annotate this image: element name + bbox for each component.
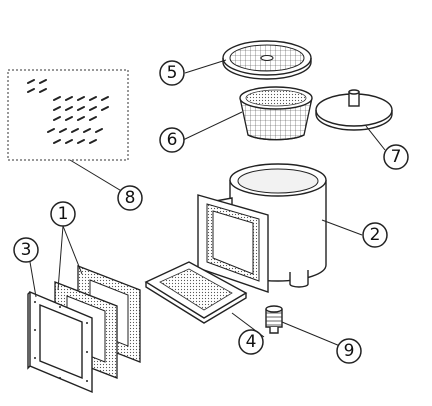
screw xyxy=(77,116,85,121)
callout-3: 3 xyxy=(13,237,39,263)
callout-8-number: 8 xyxy=(125,188,136,208)
callout-7-number: 7 xyxy=(391,147,402,167)
screw xyxy=(47,128,55,133)
callout-9-number: 9 xyxy=(344,341,355,361)
screw xyxy=(39,79,47,84)
screw xyxy=(53,106,61,111)
callout-5-number: 5 xyxy=(167,63,178,83)
screw-kit-part xyxy=(7,69,129,161)
callout-6-number: 6 xyxy=(167,130,178,150)
callout-7: 7 xyxy=(383,144,409,170)
callout-1: 1 xyxy=(50,201,76,227)
callout-5: 5 xyxy=(159,60,185,86)
screw xyxy=(89,139,97,144)
screw xyxy=(101,96,109,101)
screw xyxy=(71,128,79,133)
screw xyxy=(27,88,35,93)
screw xyxy=(27,79,35,84)
screw xyxy=(53,139,61,144)
callout-2: 2 xyxy=(362,222,388,248)
screw xyxy=(77,139,85,144)
screw xyxy=(65,116,73,121)
callout-6: 6 xyxy=(159,127,185,153)
screw xyxy=(101,106,109,111)
screw xyxy=(77,106,85,111)
callout-4-number: 4 xyxy=(246,332,257,352)
screw xyxy=(65,106,73,111)
callout-9: 9 xyxy=(336,338,362,364)
faceplate-part xyxy=(27,290,93,394)
screw xyxy=(89,96,97,101)
screw xyxy=(39,88,47,93)
screw xyxy=(65,139,73,144)
screw xyxy=(65,96,73,101)
screw xyxy=(53,116,61,121)
callout-2-number: 2 xyxy=(370,225,381,245)
callout-1-number: 1 xyxy=(58,204,69,224)
screw xyxy=(59,128,67,133)
screw xyxy=(83,128,91,133)
basket-part xyxy=(239,86,313,141)
skimmer-body-part xyxy=(197,163,327,293)
leader-lines xyxy=(29,59,386,347)
screw xyxy=(53,96,61,101)
float-valve-part xyxy=(315,89,393,131)
callout-4: 4 xyxy=(238,329,264,355)
screw xyxy=(89,106,97,111)
skimmer-lid-part xyxy=(222,40,312,80)
weir-door-part xyxy=(144,261,248,324)
screw xyxy=(89,116,97,121)
screw xyxy=(77,96,85,101)
callout-8: 8 xyxy=(117,185,143,211)
screw xyxy=(95,128,103,133)
callout-3-number: 3 xyxy=(21,240,32,260)
fitting-part xyxy=(265,305,283,334)
